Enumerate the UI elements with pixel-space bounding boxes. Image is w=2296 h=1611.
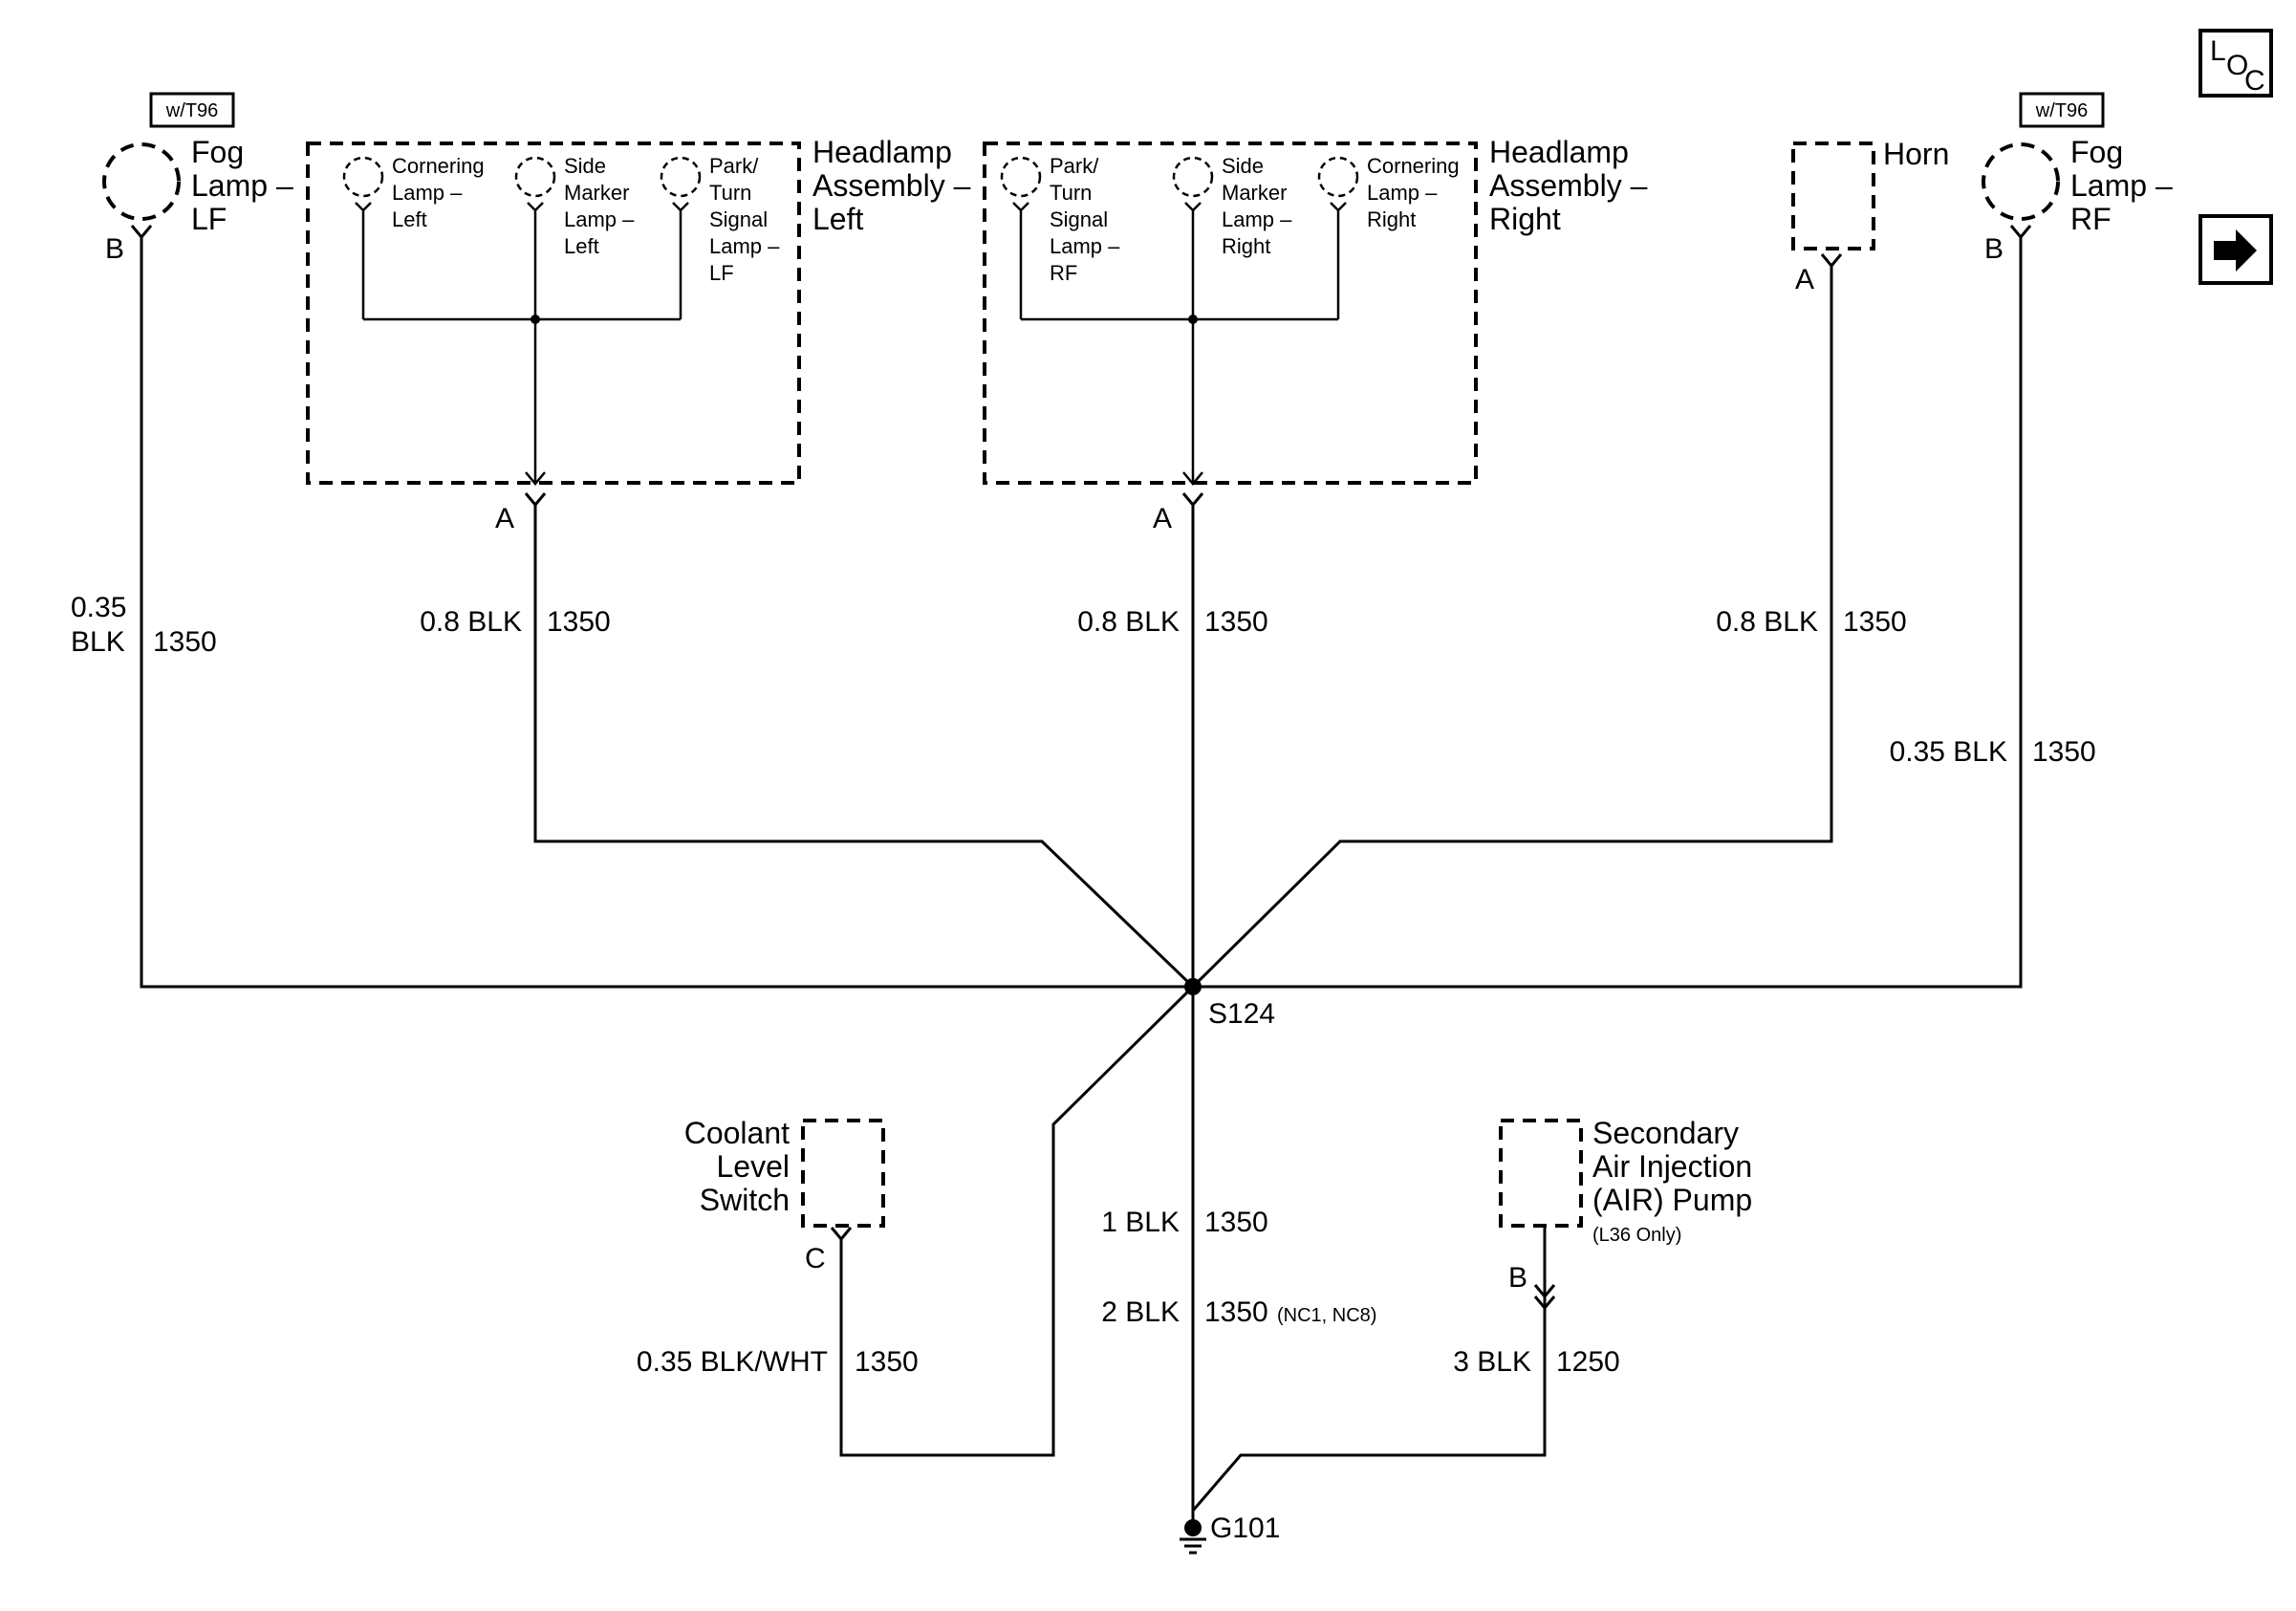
wire-headlamp-left-circuit: 1350 — [547, 606, 611, 638]
pin-fog-lf: B — [105, 233, 124, 265]
horn: Horn A — [1791, 137, 1949, 295]
wire-ground-b-note: (NC1, NC8) — [1277, 1305, 1376, 1326]
ground-icon — [1180, 1537, 1206, 1555]
coolant-label-1: Coolant — [684, 1116, 790, 1150]
fog-rf-label-3: RF — [2070, 202, 2112, 236]
wire-headlamp-left-size: 0.8 BLK — [420, 606, 522, 638]
park-turn-lf-label-3: Signal — [709, 207, 768, 231]
park-turn-rf-label-3: Signal — [1050, 207, 1108, 231]
side-marker-left-label-4: Left — [564, 234, 599, 258]
wire-fog-lf-circuit: 1350 — [153, 626, 217, 658]
fog-rf-label-2: Lamp – — [2070, 168, 2173, 203]
headlamp-right-label-2: Assembly – — [1489, 168, 1648, 203]
upper-wires — [140, 237, 2023, 989]
pin-air-pump: B — [1508, 1262, 1527, 1294]
right-arrow-icon — [2214, 229, 2257, 272]
wire-ground-b-size: 2 BLK — [1101, 1296, 1180, 1328]
side-marker-right-label-1: Side — [1222, 154, 1264, 178]
loc-button-l: L — [2210, 35, 2226, 67]
splice-s124: S124 — [1184, 978, 1275, 1030]
park-turn-lf-label-4: Lamp – — [709, 234, 780, 258]
park-turn-lf-label-2: Turn — [709, 181, 751, 205]
side-marker-left-label-2: Marker — [564, 181, 629, 205]
wire-headlamp-right-size: 0.8 BLK — [1077, 606, 1180, 638]
ground-label: G101 — [1210, 1513, 1280, 1544]
wire-horn-size: 0.8 BLK — [1716, 606, 1818, 638]
option-badge-fog-lf: w/T96 — [165, 100, 218, 121]
loc-button-c: C — [2244, 65, 2265, 97]
cornering-right-label-1: Cornering — [1367, 154, 1460, 178]
cornering-left-label-3: Left — [392, 207, 427, 231]
wire-fog-lf-size-2: BLK — [71, 626, 125, 658]
loc-button-o: O — [2226, 50, 2248, 81]
fog-lf-label-1: Fog — [191, 135, 244, 169]
air-pump-label-1: Secondary — [1592, 1116, 1739, 1150]
wire-ground-b-circuit: 1350 — [1204, 1296, 1268, 1328]
side-marker-right-label-4: Right — [1222, 234, 1270, 258]
wire-air-pump-circuit: 1250 — [1556, 1346, 1620, 1378]
pin-headlamp-right: A — [1153, 503, 1172, 534]
side-marker-left-label-1: Side — [564, 154, 606, 178]
wire-fog-rf-circuit: 1350 — [2032, 736, 2096, 768]
wire-ground-a-circuit: 1350 — [1204, 1207, 1268, 1238]
next-page-button[interactable] — [2199, 214, 2273, 285]
splice-label: S124 — [1208, 998, 1275, 1030]
wire-ground-a-size: 1 BLK — [1101, 1207, 1180, 1238]
wire-fog-rf-size: 0.35 BLK — [1890, 736, 2007, 768]
wire-fog-lf-size-1: 0.35 — [71, 592, 126, 623]
secondary-air-pump: Secondary Air Injection (AIR) Pump (L36 … — [1499, 1116, 1752, 1311]
headlamp-left-label-1: Headlamp — [812, 135, 952, 169]
fog-rf-label-1: Fog — [2070, 135, 2123, 169]
pin-fog-rf: B — [1984, 233, 2004, 265]
headlamp-left-label-3: Left — [812, 202, 863, 236]
coolant-label-3: Switch — [700, 1183, 790, 1217]
fog-lf-label-2: Lamp – — [191, 168, 293, 203]
ground-g101: G101 — [1180, 1513, 1280, 1555]
headlamp-right-label-1: Headlamp — [1489, 135, 1629, 169]
cornering-left-label-2: Lamp – — [392, 181, 463, 205]
coolant-level-switch: Coolant Level Switch C — [684, 1116, 885, 1274]
fog-lf-label-3: LF — [191, 202, 227, 236]
pin-headlamp-left: A — [495, 503, 514, 534]
loc-button[interactable]: L O C — [2199, 29, 2273, 98]
park-turn-lf-label-1: Park/ — [709, 154, 759, 178]
horn-label: Horn — [1883, 137, 1949, 171]
headlamp-left-label-2: Assembly – — [812, 168, 971, 203]
headlamp-assembly-right: Park/ Turn Signal Lamp – RF Side Marker … — [983, 135, 1648, 534]
cornering-right-label-3: Right — [1367, 207, 1416, 231]
wire-air-pump-size: 3 BLK — [1453, 1346, 1531, 1378]
cornering-left-label-1: Cornering — [392, 154, 485, 178]
side-marker-right-label-2: Marker — [1222, 181, 1287, 205]
air-pump-label-3: (AIR) Pump — [1592, 1183, 1752, 1217]
wire-coolant-size: 0.35 BLK/WHT — [637, 1346, 828, 1378]
park-turn-rf-label-5: RF — [1050, 261, 1077, 285]
wire-headlamp-right-circuit: 1350 — [1204, 606, 1268, 638]
side-marker-right-label-3: Lamp – — [1222, 207, 1292, 231]
lower-wires — [839, 985, 1547, 1528]
side-marker-left-label-3: Lamp – — [564, 207, 635, 231]
pin-horn: A — [1795, 264, 1814, 295]
wire-horn-circuit: 1350 — [1843, 606, 1907, 638]
park-turn-rf-label-2: Turn — [1050, 181, 1092, 205]
air-pump-label-2: Air Injection — [1592, 1149, 1752, 1184]
headlamp-assembly-left: Cornering Lamp – Left Side Marker Lamp –… — [306, 135, 971, 534]
park-turn-rf-label-4: Lamp – — [1050, 234, 1120, 258]
air-pump-note: (L36 Only) — [1592, 1225, 1681, 1246]
headlamp-right-label-3: Right — [1489, 202, 1561, 236]
wire-coolant-circuit: 1350 — [855, 1346, 919, 1378]
pin-coolant: C — [805, 1243, 826, 1274]
cornering-right-label-2: Lamp – — [1367, 181, 1438, 205]
park-turn-rf-label-1: Park/ — [1050, 154, 1099, 178]
option-badge-fog-rf: w/T96 — [2035, 100, 2088, 121]
park-turn-lf-label-5: LF — [709, 261, 734, 285]
coolant-label-2: Level — [717, 1149, 791, 1184]
fog-lamp-lf: w/T96 Fog Lamp – LF B — [102, 92, 293, 265]
fog-lamp-rf: w/T96 Fog Lamp – RF B — [1982, 92, 2173, 265]
